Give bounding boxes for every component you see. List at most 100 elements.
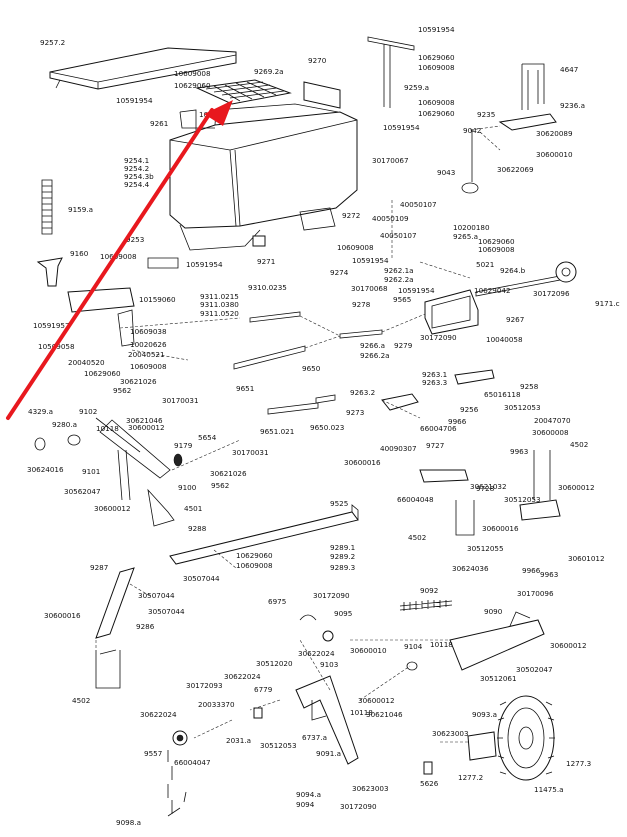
frame-leg [295, 675, 359, 765]
part-label: 10609038 [130, 327, 167, 336]
part-label: 9287 [90, 563, 108, 572]
hopper [169, 111, 358, 229]
part-label: 9042 [463, 126, 481, 135]
part-label: 9289.1 [330, 543, 355, 552]
part-label: 10159060 [139, 295, 176, 304]
part-label: 9263.3 [422, 378, 447, 387]
part-label: 10118 [430, 640, 453, 649]
part-label: 9100 [178, 483, 197, 492]
part-label: 9266.a [360, 341, 385, 350]
part-label: 30172096 [533, 289, 570, 298]
part-label: 30600008 [532, 428, 569, 437]
part-label: 10591954 [116, 96, 153, 105]
part-label: 30170096 [517, 589, 554, 598]
part-label: 30170031 [162, 396, 199, 405]
part-label: 9966 [448, 417, 467, 426]
part-label: 4501 [184, 504, 202, 513]
red-pointer-arrow [6, 100, 233, 420]
part-label: 9254.1 [124, 156, 149, 165]
part-label: 30620089 [536, 129, 573, 138]
part-label: 30172090 [340, 802, 377, 811]
part-label: 10200180 [453, 223, 490, 232]
part-label: 9263.2 [350, 388, 375, 397]
part-label: 10629060 [418, 109, 455, 118]
part-label: 9266.2a [360, 351, 390, 360]
part-label: 30172093 [186, 681, 223, 690]
part-label: 1277.2 [458, 773, 483, 782]
part-label: 10629060 [236, 551, 273, 560]
part-label: 40050109 [372, 214, 409, 223]
part-label: 9254.4 [124, 180, 150, 189]
part-label: 9651 [236, 384, 254, 393]
part-label: 9104 [404, 642, 423, 651]
part-label: 10591957 [33, 321, 70, 330]
part-label: 9262.1a [384, 266, 414, 275]
part-label: 10629060 [84, 369, 121, 378]
part-label: 30600012 [94, 504, 131, 513]
part-label: 30600012 [358, 696, 395, 705]
part-label: 10040058 [486, 335, 523, 344]
part-label: 9235 [477, 110, 495, 119]
part-label: 30600016 [44, 611, 81, 620]
part-label: 9101 [82, 467, 100, 476]
part-label: 10609008 [337, 243, 374, 252]
part-label: 30507044 [148, 607, 185, 616]
part-label: 9261 [150, 119, 168, 128]
part-label: 30507044 [138, 591, 175, 600]
part-label: 9279 [394, 341, 413, 350]
part-label: 30600010 [350, 646, 387, 655]
part-label: 9963 [540, 570, 558, 579]
part-label: 40050107 [380, 231, 417, 240]
part-label: 4329.a [28, 407, 53, 416]
part-label: 66004706 [420, 424, 457, 433]
part-label: 30600012 [550, 641, 587, 650]
part-label: 9094.a [296, 790, 321, 799]
part-label: 5654 [198, 433, 217, 442]
part-label: 9288 [188, 524, 207, 533]
part-label: 9254.3b [124, 172, 154, 181]
part-label: 9311.0380 [200, 300, 239, 309]
part-label: 9727 [426, 441, 444, 450]
part-label: 20047070 [534, 416, 571, 425]
part-label: 30600010 [536, 150, 573, 159]
part-label: 30507044 [183, 574, 220, 583]
part-label: 10591954 [186, 260, 223, 269]
part-label: 9103 [320, 660, 338, 669]
part-label: 10591954 [383, 123, 420, 132]
part-label: 30512053 [504, 403, 541, 412]
part-label: 9264.b [500, 266, 526, 275]
part-label: 9257.2 [40, 38, 65, 47]
part-label: 30622069 [497, 165, 534, 174]
part-label: 10020626 [130, 340, 167, 349]
bracket-9236 [498, 113, 557, 131]
part-label: 9254.2 [124, 164, 149, 173]
part-label: 65016118 [484, 390, 521, 399]
part-label: 30621026 [120, 377, 157, 386]
part-label: 9159.a [68, 205, 93, 214]
part-label: 9286 [136, 622, 155, 631]
part-label: 9171.c [595, 299, 620, 308]
part-label: 9259.a [404, 83, 429, 92]
part-label: 10609008 [236, 561, 273, 570]
part-label: 10591954 [398, 286, 435, 295]
part-label: 9090 [484, 607, 503, 616]
part-label: 10118 [96, 424, 119, 433]
part-label: 30512020 [256, 659, 293, 668]
part-label: 9562 [113, 386, 131, 395]
part-label: 9565 [393, 295, 411, 304]
assembly-lines [95, 125, 501, 743]
part-label: 9094 [296, 800, 315, 809]
part-label: 9236.a [560, 101, 585, 110]
part-label: 4647 [560, 65, 578, 74]
part-label: 30601012 [568, 554, 605, 563]
part-label: 10629042 [474, 286, 511, 295]
part-label: 9651.021 [260, 427, 294, 436]
part-label: 30600016 [482, 524, 519, 533]
part-label: 9963 [510, 447, 528, 456]
part-label: 9311.0520 [200, 309, 239, 318]
part-label: 9102 [79, 407, 97, 416]
part-label: 9278 [352, 300, 371, 309]
part-label: 9160 [70, 249, 89, 258]
